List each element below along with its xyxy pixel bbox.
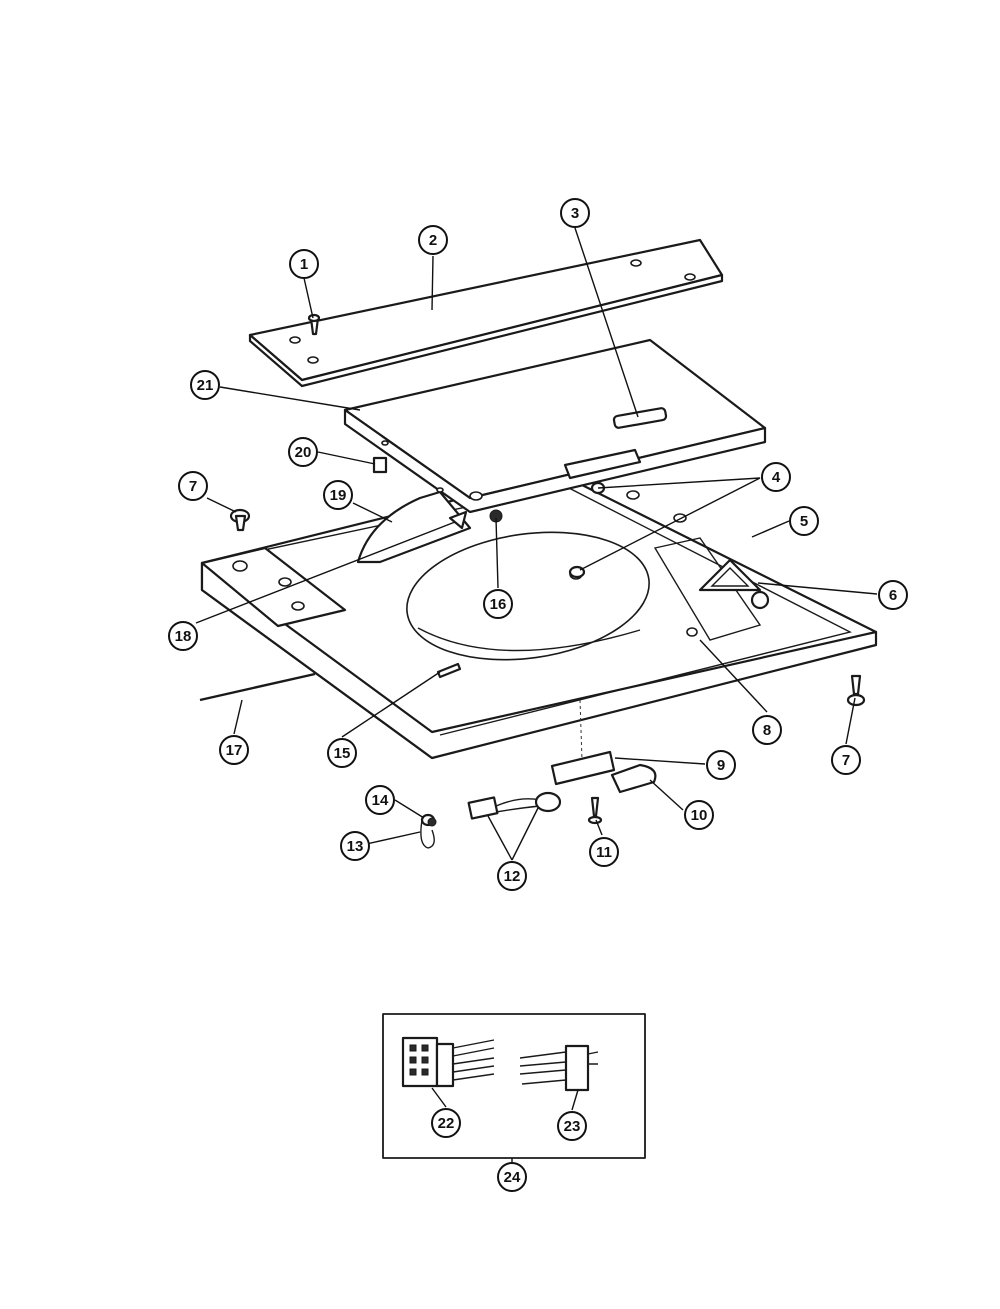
socket-part-12	[467, 791, 562, 820]
bracket-part-20	[372, 456, 388, 474]
callout-23: 23	[557, 1111, 587, 1141]
callout-label: 23	[564, 1118, 581, 1135]
callout-label: 5	[800, 513, 808, 530]
callout-label: 11	[596, 844, 612, 861]
callout-label: 20	[295, 444, 312, 461]
callout-label: 13	[347, 838, 364, 855]
screw-part-7-right	[846, 674, 866, 707]
clip-part-18	[448, 510, 468, 530]
callout-8: 8	[752, 715, 782, 745]
callout-17: 17	[219, 735, 249, 765]
callout-15: 15	[327, 738, 357, 768]
callout-10: 10	[684, 800, 714, 830]
leader-lines	[195, 227, 878, 1162]
callout-label: 6	[889, 587, 897, 604]
screw-part-7-left	[229, 508, 251, 532]
callout-1: 1	[289, 249, 319, 279]
shield-plate	[356, 490, 472, 564]
lamp-bracket-part-9	[550, 699, 616, 786]
callout-label: 3	[571, 205, 579, 222]
callout-label: 17	[226, 742, 243, 759]
callout-label: 19	[330, 487, 347, 504]
callout-label: 15	[334, 745, 351, 762]
lamp-part-10	[610, 763, 657, 794]
callout-6: 6	[878, 580, 908, 610]
callout-label: 10	[691, 807, 708, 824]
callout-label: 7	[842, 752, 850, 769]
callout-13: 13	[340, 831, 370, 861]
callout-22: 22	[431, 1108, 461, 1138]
callout-21: 21	[190, 370, 220, 400]
screw-part-11	[587, 796, 603, 825]
callout-label: 9	[717, 757, 725, 774]
connector-part-22	[401, 1036, 495, 1088]
callout-12: 12	[497, 861, 527, 891]
callout-2: 2	[418, 225, 448, 255]
callout-label: 1	[300, 256, 308, 273]
rod-part-17	[199, 672, 316, 702]
callout-14: 14	[365, 785, 395, 815]
callout-18: 18	[168, 621, 198, 651]
callout-5: 5	[789, 506, 819, 536]
callout-16: 16	[483, 589, 513, 619]
callout-label: 2	[429, 232, 437, 249]
lid-panel	[343, 338, 767, 514]
callout-label: 4	[772, 469, 781, 486]
callout-7-left: 7	[178, 471, 208, 501]
callout-4: 4	[761, 462, 791, 492]
callout-label: 7	[189, 478, 197, 495]
callout-19: 19	[323, 480, 353, 510]
callout-label: 14	[372, 792, 389, 809]
callout-7-right: 7	[831, 745, 861, 775]
callout-label: 8	[763, 722, 771, 739]
screw-part-1	[307, 313, 321, 336]
wire-clip-part-13	[420, 817, 437, 849]
callout-20: 20	[288, 437, 318, 467]
base-plate	[200, 472, 878, 760]
callout-label: 16	[490, 596, 507, 613]
connector-part-23	[519, 1044, 599, 1092]
latch-triangle	[698, 558, 770, 610]
callout-9: 9	[706, 750, 736, 780]
callout-11: 11	[589, 837, 619, 867]
top-strip	[248, 238, 724, 388]
callout-label: 18	[175, 628, 192, 645]
callout-label: 12	[504, 868, 521, 885]
callout-label: 22	[438, 1115, 455, 1132]
callout-label: 24	[504, 1169, 521, 1186]
harness-inset-box	[382, 1013, 646, 1159]
screw-part-15	[436, 662, 462, 679]
callout-label: 21	[197, 377, 214, 394]
callout-3: 3	[560, 198, 590, 228]
callout-24: 24	[497, 1162, 527, 1192]
